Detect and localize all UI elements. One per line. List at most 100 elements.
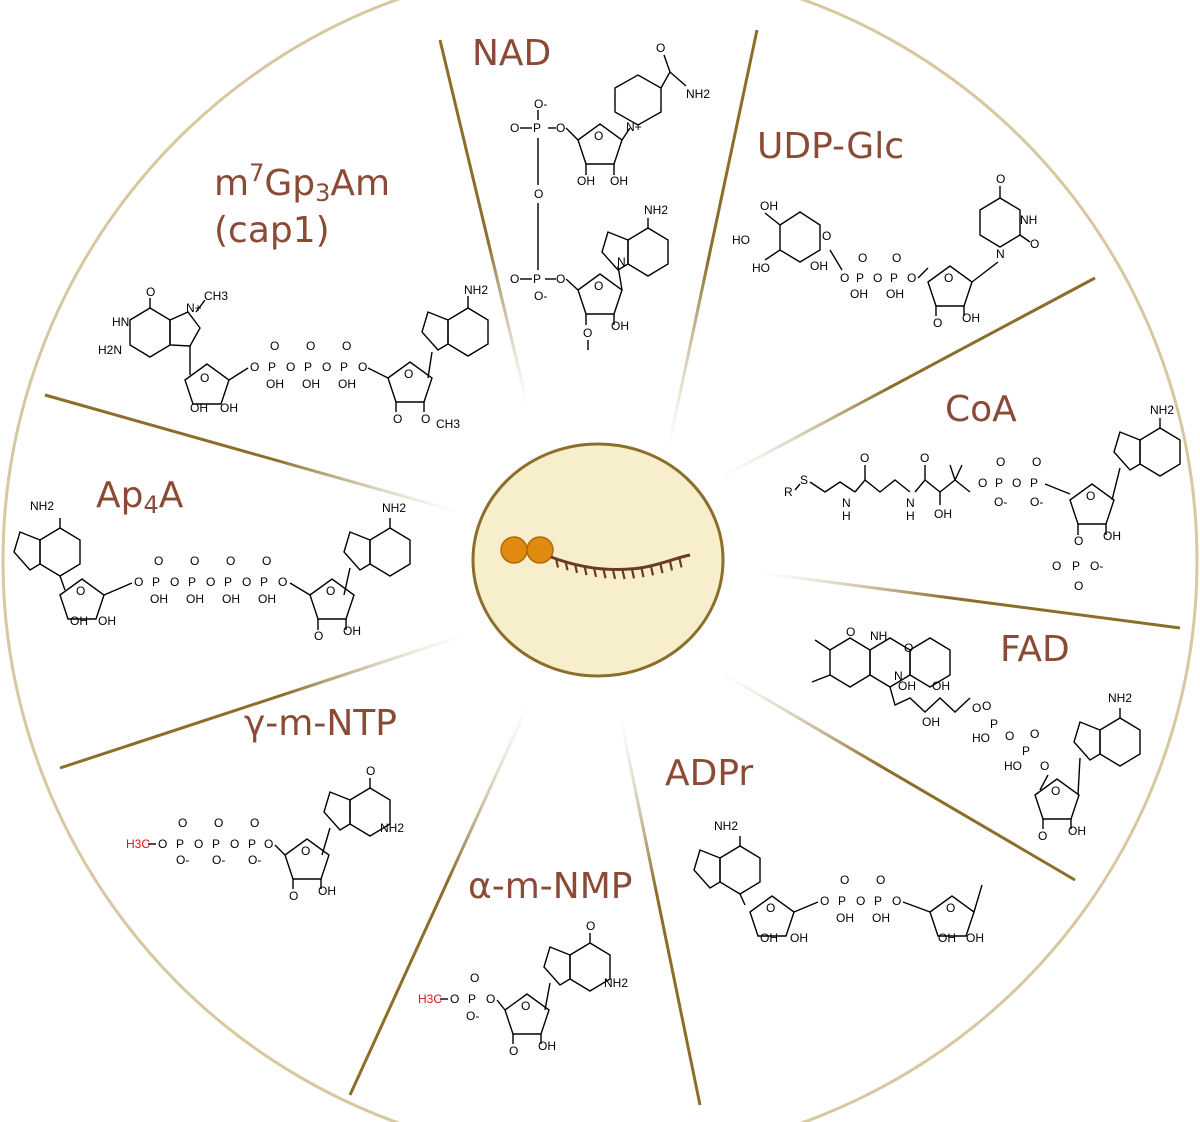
svg-text:HN: HN [112, 315, 129, 329]
svg-text:O-: O- [1090, 559, 1103, 573]
svg-text:OH: OH [760, 199, 778, 213]
rna-base-tick [668, 561, 674, 571]
svg-text:P: P [856, 271, 864, 285]
svg-text:O: O [1005, 729, 1014, 743]
svg-text:O: O [1038, 829, 1047, 843]
center-ellipse [471, 442, 725, 678]
svg-text:O: O [510, 272, 519, 286]
svg-text:OH: OH [70, 614, 88, 628]
svg-text:O: O [858, 251, 867, 265]
svg-text:O: O [393, 412, 402, 426]
svg-text:O: O [920, 451, 929, 465]
svg-text:O: O [306, 339, 315, 353]
structure-adpr: NH2 O OH OH O P O OH O P O OH O O OH OH [693, 819, 984, 945]
svg-text:O: O [534, 187, 543, 201]
svg-text:OH: OH [934, 507, 952, 521]
svg-text:O: O [822, 229, 831, 243]
svg-text:P: P [874, 894, 882, 908]
label-g-m-ntp: γ-m-NTP [244, 703, 397, 744]
svg-text:O: O [154, 554, 163, 568]
svg-text:O-: O- [466, 1009, 479, 1023]
svg-text:O: O [860, 451, 869, 465]
svg-text:OH: OH [266, 377, 284, 391]
svg-text:N: N [894, 669, 903, 683]
structure-cap1: O HN H2N N+ CH3 O OH OH O P O OH O P O O… [98, 283, 489, 431]
label-coa: CoA [945, 389, 1017, 430]
svg-text:P: P [1022, 744, 1030, 758]
svg-text:OH: OH [538, 1039, 556, 1053]
svg-text:O: O [586, 919, 595, 933]
svg-text:OH: OH [150, 592, 168, 606]
rna-base-tick [640, 567, 645, 578]
rna-base-tick [602, 568, 607, 579]
svg-text:P: P [340, 360, 348, 374]
svg-text:P: P [838, 894, 846, 908]
svg-text:P: P [533, 272, 541, 286]
label-a-m-nmp: α-m-NMP [468, 866, 632, 907]
svg-text:O: O [230, 837, 239, 851]
svg-text:O: O [134, 575, 143, 589]
svg-text:O: O [270, 339, 279, 353]
svg-text:O: O [873, 271, 882, 285]
svg-text:OH: OH [610, 174, 628, 188]
svg-text:O: O [766, 901, 775, 915]
svg-text:O: O [404, 367, 413, 381]
svg-text:NH: NH [1020, 213, 1037, 227]
svg-text:N: N [617, 255, 626, 269]
rna-base-tick [554, 558, 560, 568]
center-capped-rna [471, 442, 725, 678]
svg-text:N: N [996, 247, 1005, 261]
svg-text:O: O [978, 476, 987, 490]
svg-text:O: O [892, 251, 901, 265]
structure-udp-glc: OH HO HO OH O O P OH O O P OH O O O O OH… [732, 172, 1039, 330]
svg-text:HO: HO [1004, 759, 1022, 773]
label-cap1: m7Gp3Am [214, 159, 390, 207]
svg-text:OH: OH [220, 401, 238, 415]
svg-text:O: O [1074, 534, 1083, 548]
svg-text:OH: OH [338, 377, 356, 391]
svg-text:O: O [556, 272, 565, 286]
structure-a-m-nmp: H3C O P O O- O O O OH O NH2 [418, 919, 628, 1058]
svg-text:O: O [840, 873, 849, 887]
svg-text:NH2: NH2 [380, 821, 404, 835]
svg-text:O-: O- [1030, 495, 1043, 509]
svg-text:O: O [326, 584, 335, 598]
svg-text:O: O [509, 1044, 518, 1058]
svg-text:S: S [800, 473, 808, 487]
rna-base-tick [592, 567, 598, 578]
svg-text:O: O [470, 971, 479, 985]
svg-text:O: O [289, 889, 298, 903]
svg-text:O: O [656, 41, 665, 55]
svg-text:O: O [76, 584, 85, 598]
svg-text:O: O [594, 129, 603, 143]
svg-text:H3C: H3C [418, 992, 442, 1006]
svg-text:O: O [820, 894, 829, 908]
svg-text:OH: OH [186, 592, 204, 606]
svg-text:R: R [784, 485, 793, 499]
svg-text:CH3: CH3 [204, 289, 228, 303]
svg-text:P: P [468, 992, 476, 1006]
structure-fad: O NH O N OH OH OH O P O HO O P O HO O O … [811, 625, 1141, 843]
svg-text:O: O [1032, 455, 1041, 469]
svg-text:HO: HO [752, 261, 770, 275]
svg-text:P: P [304, 360, 312, 374]
svg-text:O: O [250, 360, 259, 374]
svg-text:CH3: CH3 [436, 417, 460, 431]
rna-base-tick [573, 563, 579, 574]
svg-text:OH: OH [611, 319, 629, 333]
svg-text:O: O [178, 816, 187, 830]
svg-text:O-: O- [994, 495, 1007, 509]
svg-text:O: O [892, 894, 901, 908]
structure-coa: R S N H O N H O OH O P O O- O P O O- O O… [784, 403, 1181, 593]
svg-text:O: O [1086, 489, 1095, 503]
svg-text:O-: O- [212, 853, 225, 867]
svg-text:P: P [152, 575, 160, 589]
svg-text:O: O [944, 271, 953, 285]
svg-text:O: O [301, 844, 310, 858]
svg-text:P: P [890, 271, 898, 285]
svg-text:HO: HO [732, 233, 750, 247]
svg-text:P: P [1072, 559, 1080, 573]
svg-text:O: O [242, 575, 251, 589]
svg-text:O: O [510, 121, 519, 135]
svg-text:P: P [1030, 476, 1038, 490]
